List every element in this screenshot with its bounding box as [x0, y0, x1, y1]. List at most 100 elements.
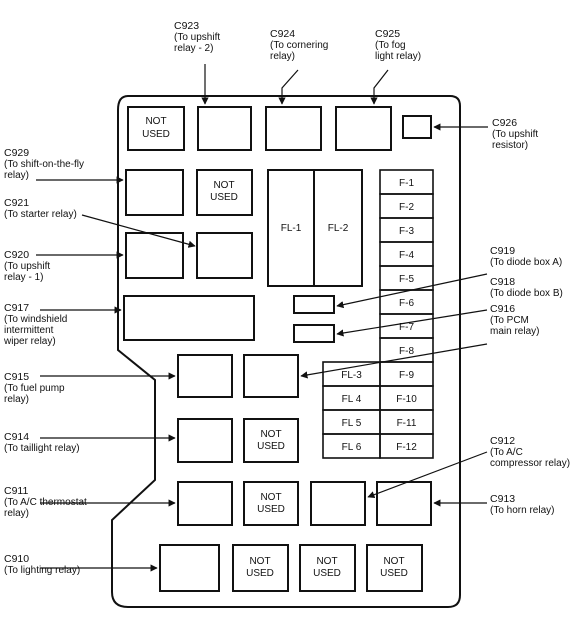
leader-c918: [336, 309, 488, 337]
not-used-label-2a: NOT: [213, 180, 234, 191]
code-c924: C924: [270, 28, 296, 40]
code-c911: C911: [4, 485, 29, 497]
diode-box-c919: [293, 295, 335, 314]
fuse-label: F-9: [399, 370, 414, 381]
code-c921: C921: [4, 197, 30, 209]
desc-c921-1: (To starter relay): [4, 209, 77, 220]
fl-1-label: FL-1: [281, 223, 302, 234]
not-used-slot-top: [127, 106, 185, 151]
fuse-label: F-8: [399, 346, 414, 357]
desc-c920-1: (To upshift: [4, 261, 51, 272]
desc-c917-3: wiper relay): [4, 336, 56, 347]
desc-c915-2: relay): [4, 394, 30, 405]
leader-c921: [81, 214, 196, 248]
label-c916: C916 (To PCM main relay): [490, 303, 540, 338]
relay-c913: [376, 481, 432, 526]
leader-lines: [36, 64, 488, 572]
desc-c915-1: (To fuel pump: [4, 383, 65, 394]
desc-c910-1: (To lighting relay): [4, 565, 81, 576]
desc-c925-1: (To fog: [375, 40, 406, 51]
fusible-link-fl-2: [313, 169, 363, 287]
relay-c912: [310, 481, 366, 526]
not-used-label-8a1: NOT: [249, 556, 270, 567]
code-c929: C929: [4, 147, 30, 159]
relay-c916: [243, 354, 299, 398]
code-c917: C917: [4, 302, 30, 314]
desc-c926-1: (To upshift: [492, 129, 539, 140]
fl-2-label: FL-2: [328, 223, 349, 234]
fuse-label: F-11: [397, 418, 417, 429]
code-c918: C918: [490, 276, 516, 288]
not-used-slot-row8c: [366, 544, 423, 592]
label-c926: C926 (To upshift resistor): [492, 117, 539, 152]
not-used-slot-row8b: [299, 544, 356, 592]
label-c924: C924 (To cornering relay): [270, 28, 328, 63]
not-used-label-6a: NOT: [260, 429, 281, 440]
fuse-label: F-7: [399, 322, 414, 333]
small-link-label: FL 6: [342, 442, 362, 453]
not-used-slot-row6: [243, 418, 299, 463]
relay-c921: [196, 232, 253, 279]
diode-box-c918: [293, 324, 335, 343]
not-used-label-1b: USED: [142, 129, 170, 140]
not-used-slot-row8a: [232, 544, 289, 592]
not-used-label-8a2: USED: [246, 568, 274, 579]
fuse-label: F-10: [396, 394, 417, 405]
small-link-label: FL 4: [342, 394, 362, 405]
box-outline: [111, 95, 461, 608]
desc-c911-2: relay): [4, 508, 30, 519]
desc-c923-2: relay - 2): [174, 43, 214, 54]
label-c929: C929 (To shift-on-the-fly relay): [4, 147, 84, 182]
desc-c920-2: relay - 1): [4, 272, 44, 283]
code-c919: C919: [490, 245, 516, 257]
desc-c918-1: (To diode box B): [490, 288, 563, 299]
small-link-label: FL 5: [342, 418, 362, 429]
label-c921: C921 (To starter relay): [4, 197, 77, 221]
code-c910: C910: [4, 553, 30, 565]
relay-c915: [177, 354, 233, 398]
code-c913: C913: [490, 493, 516, 505]
desc-c917-2: intermittent: [4, 325, 54, 336]
fuse-label: F-2: [399, 202, 414, 213]
code-c925: C925: [375, 28, 401, 40]
leader-c919: [336, 273, 488, 309]
not-used-label-2b: USED: [210, 192, 238, 203]
relay-c920: [125, 232, 184, 279]
not-used-label-7b: USED: [257, 504, 285, 515]
desc-c912-2: compressor relay): [490, 458, 571, 469]
relay-c925: [335, 106, 392, 151]
small-link-label: FL-3: [341, 370, 362, 381]
desc-c919-1: (To diode box A): [490, 257, 563, 268]
code-c915: C915: [4, 371, 30, 383]
desc-c914-1: (To taillight relay): [4, 443, 80, 454]
desc-c913-1: (To horn relay): [490, 505, 555, 516]
desc-c923-1: (To upshift: [174, 32, 221, 43]
not-used-slot-row2: [196, 169, 253, 216]
label-c913: C913 (To horn relay): [490, 493, 555, 517]
code-c914: C914: [4, 431, 30, 443]
desc-c925-2: light relay): [375, 51, 422, 62]
code-c912: C912: [490, 435, 516, 447]
resistor-c926: [402, 115, 432, 139]
code-c926: C926: [492, 117, 518, 129]
relay-c911: [177, 481, 233, 526]
relay-c910: [159, 544, 220, 592]
desc-c916-2: main relay): [490, 326, 540, 337]
leader-c924: [278, 69, 299, 105]
relay-c924: [265, 106, 322, 151]
label-c911: C911 (To A/C thermostat relay): [4, 485, 87, 520]
desc-c916-1: (To PCM: [490, 315, 529, 326]
desc-c912-1: (To A/C: [490, 447, 523, 458]
desc-c926-2: resistor): [492, 140, 529, 151]
label-c910: C910 (To lighting relay): [4, 553, 81, 577]
desc-c929-2: relay): [4, 170, 30, 181]
not-used-label-1a: NOT: [145, 116, 166, 127]
label-c914: C914 (To taillight relay): [4, 431, 80, 455]
relay-c917: [123, 295, 255, 341]
not-used-label-8b2: USED: [313, 568, 341, 579]
not-used-slot-row7: [243, 481, 299, 526]
relay-c923: [197, 106, 252, 151]
code-c916: C916: [490, 303, 516, 315]
label-c919: C919 (To diode box A): [490, 245, 563, 269]
